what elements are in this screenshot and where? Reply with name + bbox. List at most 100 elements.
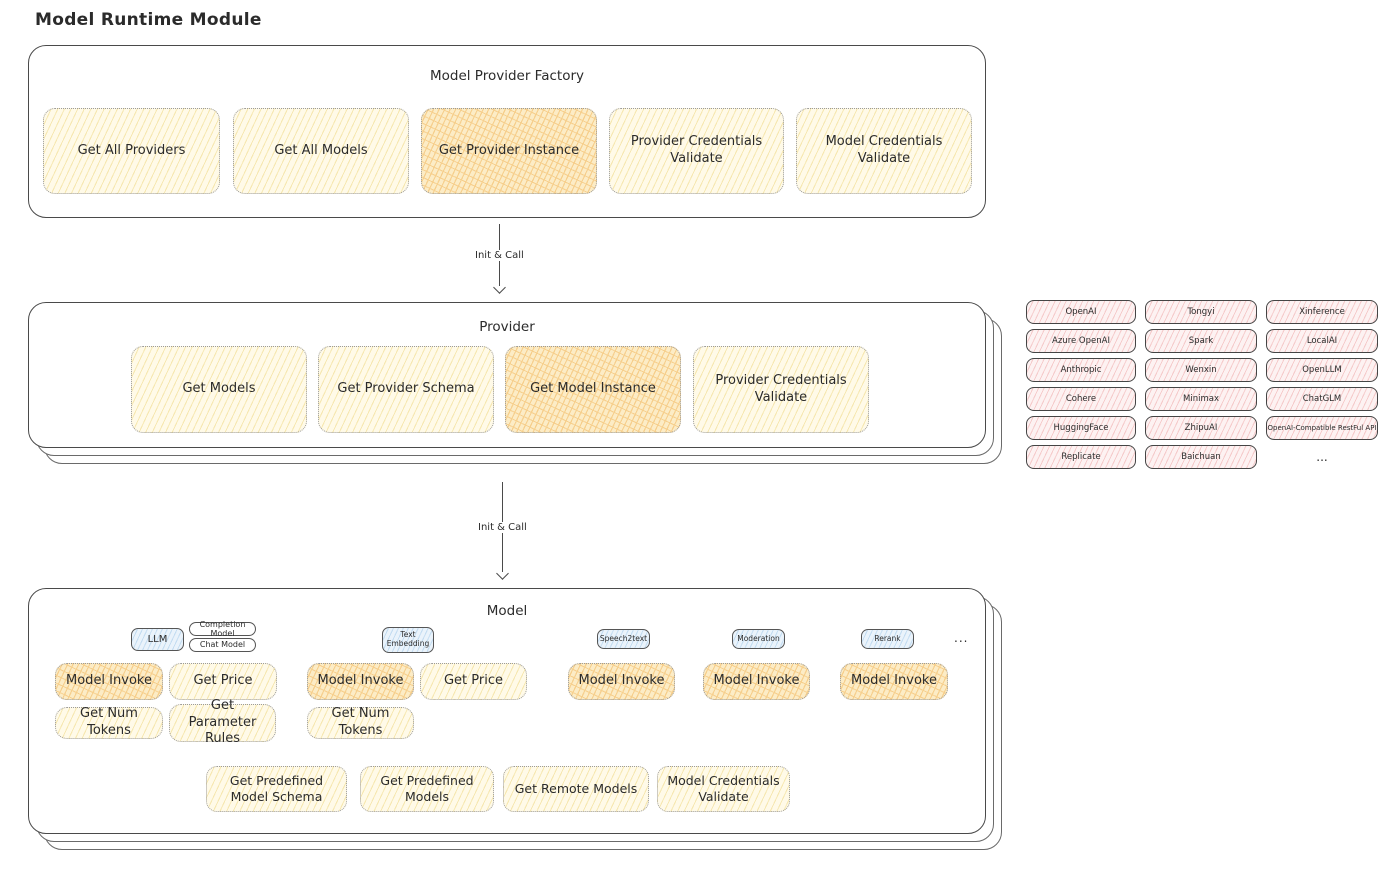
- provider-chip: Spark: [1145, 329, 1257, 353]
- node-label: Provider Credentials Validate: [630, 134, 763, 166]
- node-get-num-tokens-text-embedding: Get Num Tokens: [307, 706, 414, 739]
- provider-chip: ZhipuAI: [1145, 416, 1257, 440]
- node-label: Model Invoke: [851, 673, 937, 689]
- node-label: Model Invoke: [317, 673, 404, 689]
- chip-label: Replicate: [1061, 452, 1101, 462]
- node-label: Get Num Tokens: [331, 706, 390, 738]
- chip-label: Minimax: [1183, 394, 1219, 404]
- chip-label: LocalAI: [1306, 336, 1338, 346]
- node-label: Get Model Instance: [530, 381, 656, 397]
- chip-label: Azure OpenAI: [1052, 336, 1110, 346]
- provider-chip: Xinference: [1266, 300, 1378, 324]
- chip-label: Spark: [1188, 336, 1214, 346]
- node-provider-credentials-validate-2: Provider Credentials Validate: [693, 346, 869, 433]
- node-label: Model Invoke: [713, 673, 800, 689]
- chip-label: OpenAI: [1065, 307, 1097, 317]
- tag-label: Moderation: [737, 633, 780, 643]
- node-label: Model Invoke: [578, 673, 665, 689]
- node-get-provider-schema: Get Provider Schema: [318, 346, 494, 433]
- provider-chip: Baichuan: [1145, 445, 1257, 469]
- node-get-all-models: Get All Models: [233, 108, 409, 194]
- node-label: Get Price: [193, 673, 253, 689]
- arrow-label: Init & Call: [471, 250, 528, 261]
- provider-list-more: ...: [1316, 450, 1328, 464]
- node-label: Provider Credentials Validate: [715, 372, 847, 405]
- node-label: Model Credentials Validate: [825, 134, 943, 166]
- tag-llm: LLM: [131, 628, 184, 651]
- node-model-credentials-validate: Model Credentials Validate: [796, 108, 972, 194]
- tag-label: LLM: [147, 633, 168, 645]
- node-model-invoke-moderation: Model Invoke: [703, 663, 810, 700]
- node-model-invoke-rerank: Model Invoke: [840, 663, 948, 700]
- node-label: Model Invoke: [66, 673, 152, 689]
- arrow-head-icon: [496, 567, 509, 580]
- provider-chip: Wenxin: [1145, 358, 1257, 382]
- provider-chip: OpenAI: [1026, 300, 1136, 324]
- factory-container: Model Provider Factory Get All Providers…: [28, 45, 986, 218]
- tag-label: Chat Model: [199, 640, 246, 650]
- arrow-label: Init & Call: [474, 522, 531, 533]
- provider-chip: Replicate: [1026, 445, 1136, 469]
- provider-chip: Cohere: [1026, 387, 1136, 411]
- node-label: Get All Providers: [77, 142, 186, 158]
- tag-rerank: Rerank: [861, 629, 914, 649]
- node-label: Model Credentials Validate: [667, 772, 780, 804]
- chip-label: ZhipuAI: [1184, 423, 1218, 433]
- node-label: Get Price: [443, 673, 503, 689]
- node-label: Get Remote Models: [514, 780, 638, 796]
- tag-speech2text: Speech2text: [597, 629, 650, 649]
- provider-chip: Anthropic: [1026, 358, 1136, 382]
- node-label: Get Provider Instance: [438, 142, 580, 158]
- provider-chip: Tongyi: [1145, 300, 1257, 324]
- node-get-remote-models: Get Remote Models: [503, 766, 649, 812]
- node-label: Get Num Tokens: [80, 706, 138, 738]
- tags-more: ...: [954, 631, 969, 645]
- tag-text-embedding: Text Embedding: [382, 627, 434, 653]
- tag-label: Text Embedding: [386, 630, 430, 648]
- node-model-invoke-text-embedding: Model Invoke: [307, 663, 414, 700]
- node-get-all-providers: Get All Providers: [43, 108, 220, 194]
- tag-label: Speech2text: [599, 633, 648, 643]
- node-label: Get Parameter Rules: [188, 697, 257, 747]
- chip-label: OpenAI-Compatible RestFul API: [1267, 424, 1377, 432]
- provider-container: Provider Get Models Get Provider Schema …: [28, 302, 986, 448]
- arrow-head-icon: [493, 281, 506, 294]
- node-provider-credentials-validate: Provider Credentials Validate: [609, 108, 784, 194]
- node-get-models: Get Models: [131, 346, 307, 433]
- chip-label: Wenxin: [1185, 365, 1217, 375]
- chip-label: Cohere: [1065, 394, 1097, 404]
- node-label: Get All Models: [274, 142, 368, 158]
- node-label: Get Predefined Models: [380, 772, 474, 804]
- node-label: Get Predefined Model Schema: [229, 772, 324, 804]
- provider-list: OpenAI Tongyi Xinference Azure OpenAI Sp…: [1026, 300, 1378, 469]
- node-get-model-instance: Get Model Instance: [505, 346, 681, 433]
- provider-chip: LocalAI: [1266, 329, 1378, 353]
- chip-label: ChatGLM: [1302, 394, 1342, 404]
- tag-label: Rerank: [874, 633, 901, 643]
- provider-chip: ChatGLM: [1266, 387, 1378, 411]
- chip-label: Xinference: [1299, 307, 1345, 317]
- chip-label: Baichuan: [1181, 452, 1221, 462]
- node-label: Get Provider Schema: [337, 381, 475, 397]
- chip-label: Anthropic: [1060, 365, 1102, 375]
- model-title: Model: [486, 603, 528, 619]
- page-title: Model Runtime Module: [35, 10, 262, 30]
- node-get-num-tokens-llm: Get Num Tokens: [55, 706, 163, 739]
- node-get-price-text-embedding: Get Price: [420, 663, 527, 700]
- node-model-invoke-speech2text: Model Invoke: [568, 663, 675, 700]
- model-container: Model LLM Completion Model Chat Model Te…: [28, 588, 986, 834]
- node-get-predefined-model-schema: Get Predefined Model Schema: [206, 766, 347, 812]
- provider-chip: HuggingFace: [1026, 416, 1136, 440]
- provider-title: Provider: [479, 319, 535, 335]
- chip-label: OpenLLM: [1302, 365, 1342, 375]
- tag-chat-model: Chat Model: [189, 638, 256, 652]
- provider-chip: OpenLLM: [1266, 358, 1378, 382]
- node-get-predefined-models: Get Predefined Models: [360, 766, 494, 812]
- node-model-invoke-llm: Model Invoke: [55, 663, 163, 700]
- chip-label: HuggingFace: [1053, 423, 1109, 433]
- tag-completion-model: Completion Model: [189, 619, 256, 638]
- node-label: Get Models: [182, 381, 256, 397]
- provider-chip: Azure OpenAI: [1026, 329, 1136, 353]
- tag-label: Completion Model: [199, 619, 246, 638]
